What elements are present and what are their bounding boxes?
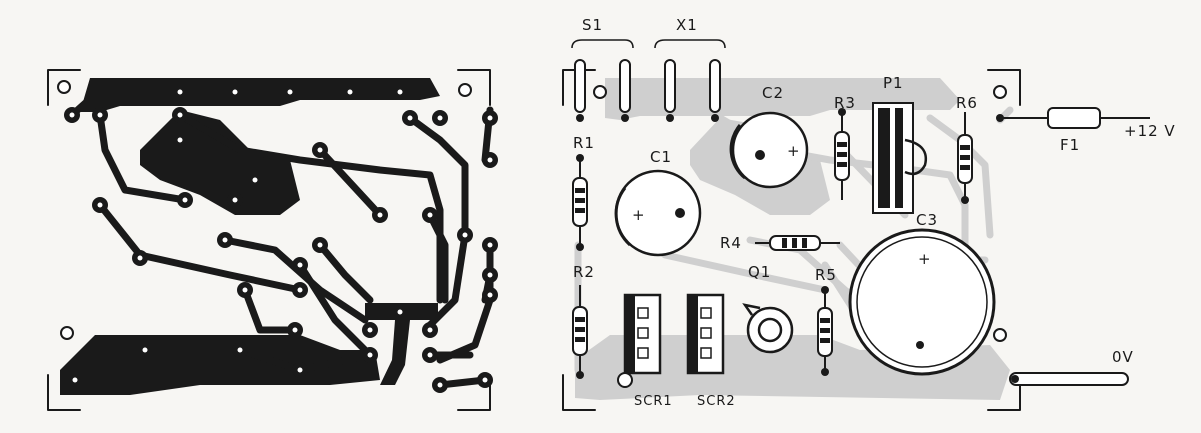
top-ground-plane xyxy=(80,78,440,112)
mounting-hole xyxy=(57,80,71,94)
resistor-r5 xyxy=(817,286,833,376)
c3-plus: + xyxy=(918,250,932,268)
center-copper-area xyxy=(140,110,300,215)
corner-mark xyxy=(47,374,81,411)
transistor-q1 xyxy=(742,303,794,354)
label-r2: R2 xyxy=(573,263,595,281)
label-x1: X1 xyxy=(676,16,698,34)
label-s1: S1 xyxy=(582,16,603,34)
label-r1: R1 xyxy=(573,134,595,152)
component-layout: + + + xyxy=(562,16,1176,411)
label-c1: C1 xyxy=(650,148,672,166)
resistor-r1 xyxy=(572,154,588,251)
ground-lead xyxy=(1009,372,1129,386)
mounting-hole xyxy=(593,85,607,99)
mounting-hole xyxy=(993,328,1007,342)
label-c2: C2 xyxy=(762,84,784,102)
label-scr1: SCR1 xyxy=(634,394,673,409)
corner-mark xyxy=(562,374,596,411)
label-p1: P1 xyxy=(883,74,904,92)
connector-x1 xyxy=(654,39,726,122)
label-plus-12v: +12 V xyxy=(1124,122,1176,140)
bottom-ground-plane xyxy=(60,335,380,395)
label-scr2: SCR2 xyxy=(697,394,736,409)
resistor-r4 xyxy=(755,235,840,251)
capacitor-c3: + xyxy=(848,228,996,376)
corner-mark xyxy=(47,69,81,106)
mounting-hole xyxy=(60,326,74,340)
resistor-r6 xyxy=(957,112,973,204)
resistor-r3 xyxy=(834,108,850,200)
label-q1: Q1 xyxy=(748,263,771,281)
test-point xyxy=(617,372,633,388)
corner-mark xyxy=(987,69,1021,106)
mounting-hole xyxy=(458,83,472,97)
fuse-f1 xyxy=(996,107,1150,129)
resistor-r2 xyxy=(572,285,588,379)
t-junction-pad xyxy=(365,303,438,385)
label-f1: F1 xyxy=(1060,136,1080,154)
mounting-hole xyxy=(993,85,1007,99)
capacitor-c2: + xyxy=(729,111,809,189)
capacitor-c1: + xyxy=(614,169,702,257)
label-c3: C3 xyxy=(916,211,938,229)
thyristor-scr2 xyxy=(686,293,725,375)
switch-s1 xyxy=(571,39,634,122)
label-r5: R5 xyxy=(815,266,837,284)
thyristor-scr1 xyxy=(623,293,662,375)
pcb-copper-layout xyxy=(47,69,498,411)
label-r4: R4 xyxy=(720,234,742,252)
pcb-pads xyxy=(64,89,498,393)
label-r6: R6 xyxy=(956,94,978,112)
c2-plus: + xyxy=(787,142,801,160)
shaded-top-plane xyxy=(605,78,960,120)
label-r3: R3 xyxy=(834,94,856,112)
potentiometer-p1 xyxy=(872,102,928,214)
corner-mark xyxy=(457,69,491,106)
label-0v: 0V xyxy=(1112,348,1134,366)
c1-plus: + xyxy=(632,206,646,224)
